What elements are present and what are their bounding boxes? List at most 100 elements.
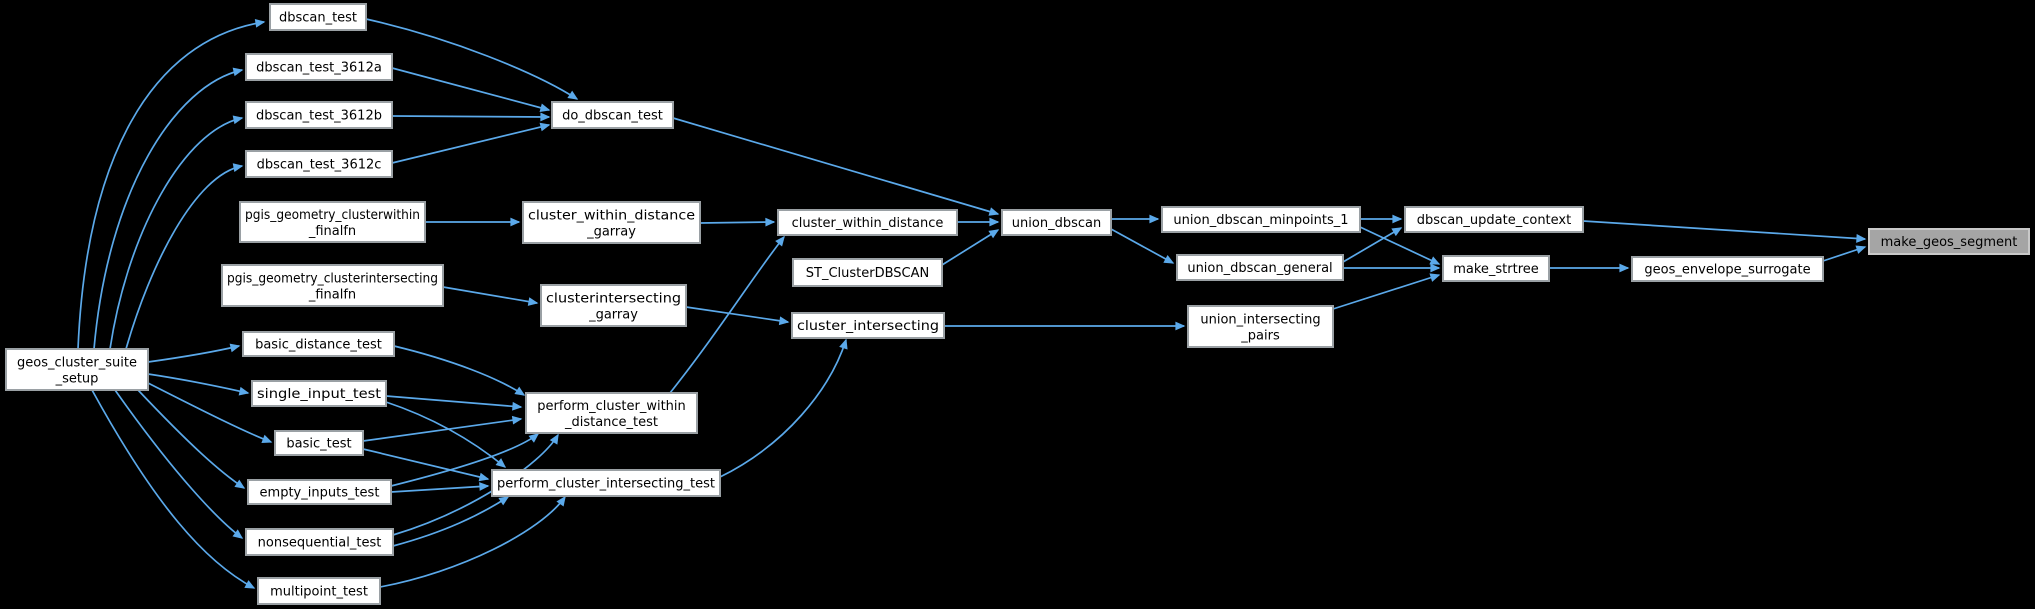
node-do_dbscan_test[interactable]: do_dbscan_test — [551, 101, 674, 129]
edge-basic_test-to-perform_cluster_intersecting_test — [362, 448, 490, 482]
edge-perform_cluster_intersecting_test-to-cluster_intersecting — [719, 338, 848, 478]
edge-cluster_within_distance_garray-to-cluster_within_distance — [699, 217, 776, 227]
node-cluster_within_distance-label-0: cluster_within_distance — [792, 216, 944, 231]
node-dbscan_update_context[interactable]: dbscan_update_context — [1404, 206, 1584, 233]
node-geos_envelope_surrogate[interactable]: geos_envelope_surrogate — [1631, 256, 1824, 282]
node-clusterintersecting_garray-label-1: _garray — [588, 308, 638, 323]
node-basic_distance_test[interactable]: basic_distance_test — [242, 331, 395, 357]
edge-geos_cluster_suite_setup-to-dbscan_test_3612a — [93, 67, 244, 350]
node-union_intersecting_pairs[interactable]: union_intersecting_pairs — [1187, 305, 1334, 348]
edge-union_dbscan_minpoints_1-to-make_strtree — [1359, 226, 1441, 265]
edge-multipoint_test-to-perform_cluster_intersecting_test — [379, 495, 566, 588]
node-dbscan_update_context-label-0: dbscan_update_context — [1417, 213, 1571, 228]
node-dbscan_test-label-0: dbscan_test — [279, 11, 357, 26]
node-pgis_geometry_clusterwithin_finalfn[interactable]: pgis_geometry_clusterwithin_finalfn — [239, 201, 426, 243]
node-cluster_within_distance[interactable]: cluster_within_distance — [777, 209, 958, 236]
edge-perform_cluster_within_distance_test-to-cluster_within_distance — [669, 235, 785, 394]
edge-dbscan_test_3612b-to-do_dbscan_test — [391, 112, 551, 122]
node-do_dbscan_test-label-0: do_dbscan_test — [562, 109, 663, 124]
edge-geos_cluster_suite_setup-to-multipoint_test — [91, 389, 256, 589]
edge-single_input_test-to-perform_cluster_within_distance_test — [385, 395, 523, 411]
node-perform_cluster_within_distance_test-label-1: _distance_test — [564, 415, 658, 430]
edge-nonsequential_test-to-perform_cluster_intersecting_test — [392, 496, 510, 547]
node-dbscan_test_3612c[interactable]: dbscan_test_3612c — [245, 150, 393, 178]
node-perform_cluster_within_distance_test-label-0: perform_cluster_within — [537, 399, 686, 414]
edge-basic_test-to-perform_cluster_within_distance_test — [362, 415, 523, 442]
edge-geos_envelope_surrogate-to-make_geos_segment — [1822, 245, 1867, 262]
edge-union_dbscan_general-to-dbscan_update_context — [1342, 227, 1403, 263]
node-pgis_geometry_clusterwithin_finalfn-label-1: _finalfn — [308, 224, 356, 239]
node-cluster_within_distance_garray[interactable]: cluster_within_distance_garray — [522, 201, 701, 244]
node-make_strtree[interactable]: make_strtree — [1442, 255, 1550, 282]
node-make_geos_segment-label-0: make_geos_segment — [1881, 235, 2018, 250]
node-empty_inputs_test-label-0: empty_inputs_test — [260, 486, 380, 501]
edge-single_input_test-to-perform_cluster_intersecting_test — [385, 401, 507, 468]
node-make_strtree-label-0: make_strtree — [1453, 262, 1539, 277]
node-multipoint_test[interactable]: multipoint_test — [257, 577, 381, 605]
edge-union_dbscan-to-union_dbscan_general — [1110, 228, 1175, 264]
node-union_intersecting_pairs-label-0: union_intersecting — [1200, 313, 1320, 328]
node-cluster_intersecting-label-0: cluster_intersecting — [797, 319, 939, 334]
edge-geos_cluster_suite_setup-to-dbscan_test_3612b — [109, 115, 244, 350]
node-perform_cluster_within_distance_test[interactable]: perform_cluster_within_distance_test — [525, 392, 698, 434]
node-cluster_within_distance_garray-label-1: _garray — [586, 225, 636, 240]
node-dbscan_test_3612a[interactable]: dbscan_test_3612a — [245, 53, 393, 81]
edge-dbscan_update_context-to-make_geos_segment — [1582, 220, 1867, 243]
node-dbscan_test_3612b-label-0: dbscan_test_3612b — [256, 109, 382, 124]
node-dbscan_test[interactable]: dbscan_test — [269, 3, 367, 31]
edge-dbscan_test-to-do_dbscan_test — [365, 18, 579, 100]
node-basic_test-label-0: basic_test — [286, 437, 351, 452]
node-single_input_test[interactable]: single_input_test — [251, 380, 387, 407]
node-make_geos_segment: make_geos_segment — [1868, 228, 2030, 255]
node-perform_cluster_intersecting_test[interactable]: perform_cluster_intersecting_test — [491, 469, 721, 497]
edge-do_dbscan_test-to-union_dbscan — [672, 117, 1000, 216]
node-pgis_geometry_clusterintersecting_finalfn-label-1: _finalfn — [308, 288, 356, 303]
node-cluster_intersecting[interactable]: cluster_intersecting — [791, 312, 945, 339]
node-union_dbscan-label-0: union_dbscan — [1012, 216, 1101, 231]
edge-geos_cluster_suite_setup-to-empty_inputs_test — [137, 389, 246, 489]
edge-geos_cluster_suite_setup-to-dbscan_test — [77, 19, 266, 350]
node-perform_cluster_intersecting_test-label-0: perform_cluster_intersecting_test — [497, 477, 715, 492]
node-pgis_geometry_clusterwithin_finalfn-label-0: pgis_geometry_clusterwithin — [245, 208, 420, 223]
node-union_dbscan[interactable]: union_dbscan — [1001, 209, 1112, 236]
edge-geos_cluster_suite_setup-to-dbscan_test_3612c — [125, 163, 244, 350]
node-geos_cluster_suite_setup-label-1: _setup — [55, 372, 99, 387]
edge-dbscan_test_3612a-to-do_dbscan_test — [391, 67, 551, 113]
node-basic_distance_test-label-0: basic_distance_test — [255, 338, 382, 353]
node-geos_envelope_surrogate-label-0: geos_envelope_surrogate — [1644, 263, 1810, 278]
node-geos_cluster_suite_setup[interactable]: geos_cluster_suite_setup — [5, 348, 149, 391]
node-nonsequential_test-label-0: nonsequential_test — [258, 536, 382, 551]
node-dbscan_test_3612c-label-0: dbscan_test_3612c — [257, 158, 382, 173]
node-clusterintersecting_garray-label-0: clusterintersecting — [546, 292, 681, 307]
edge-geos_cluster_suite_setup-to-basic_distance_test — [147, 343, 241, 363]
node-ST_ClusterDBSCAN-label-0: ST_ClusterDBSCAN — [806, 266, 929, 281]
edge-geos_cluster_suite_setup-to-single_input_test — [147, 373, 250, 396]
node-union_dbscan_general-label-0: union_dbscan_general — [1187, 261, 1332, 276]
node-multipoint_test-label-0: multipoint_test — [270, 585, 368, 600]
edge-basic_distance_test-to-perform_cluster_within_distance_test — [393, 345, 526, 396]
edge-geos_cluster_suite_setup-to-basic_test — [147, 382, 273, 444]
edge-pgis_geometry_clusterintersecting_finalfn-to-clusterintersecting_garray — [442, 286, 539, 306]
node-union_dbscan_general[interactable]: union_dbscan_general — [1176, 254, 1344, 281]
node-geos_cluster_suite_setup-label-0: geos_cluster_suite — [17, 356, 137, 371]
edge-clusterintersecting_garray-to-cluster_intersecting — [685, 306, 790, 326]
node-clusterintersecting_garray[interactable]: clusterintersecting_garray — [540, 284, 687, 327]
node-union_intersecting_pairs-label-1: _pairs — [1240, 329, 1280, 344]
edge-ST_ClusterDBSCAN-to-union_dbscan — [941, 229, 1000, 266]
node-empty_inputs_test[interactable]: empty_inputs_test — [247, 479, 392, 505]
edge-union_intersecting_pairs-to-make_strtree — [1332, 273, 1441, 310]
node-single_input_test-label-0: single_input_test — [257, 387, 381, 402]
node-pgis_geometry_clusterintersecting_finalfn[interactable]: pgis_geometry_clusterintersecting_finalf… — [221, 264, 444, 307]
node-basic_test[interactable]: basic_test — [274, 430, 364, 456]
node-cluster_within_distance_garray-label-0: cluster_within_distance — [528, 209, 695, 224]
node-dbscan_test_3612b[interactable]: dbscan_test_3612b — [245, 101, 393, 129]
edge-geos_cluster_suite_setup-to-nonsequential_test — [114, 389, 244, 539]
node-dbscan_test_3612a-label-0: dbscan_test_3612a — [256, 61, 382, 76]
node-union_dbscan_minpoints_1-label-0: union_dbscan_minpoints_1 — [1173, 213, 1348, 228]
edge-empty_inputs_test-to-perform_cluster_within_distance_test — [390, 433, 540, 487]
node-nonsequential_test[interactable]: nonsequential_test — [245, 528, 394, 556]
node-union_dbscan_minpoints_1[interactable]: union_dbscan_minpoints_1 — [1161, 206, 1361, 233]
node-ST_ClusterDBSCAN[interactable]: ST_ClusterDBSCAN — [792, 258, 943, 287]
